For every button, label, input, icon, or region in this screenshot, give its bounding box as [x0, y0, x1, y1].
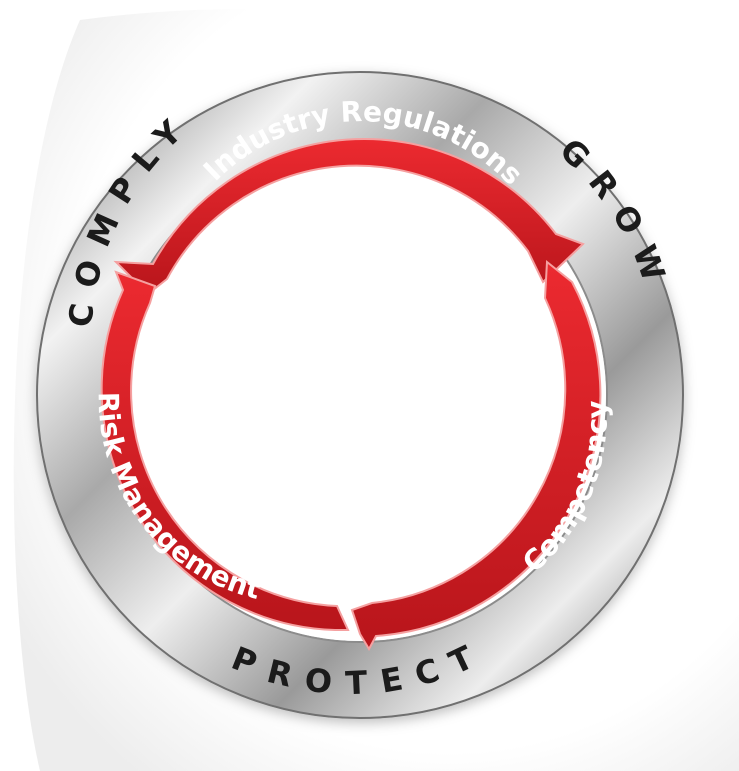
outer-ring: [36, 71, 684, 719]
inner-disk: [114, 149, 606, 641]
cycle-arrows: [100, 138, 602, 652]
arrow-risk-management: [100, 270, 350, 631]
arrow-industry-regulations: [113, 138, 585, 296]
arrow-competency: [350, 260, 602, 652]
